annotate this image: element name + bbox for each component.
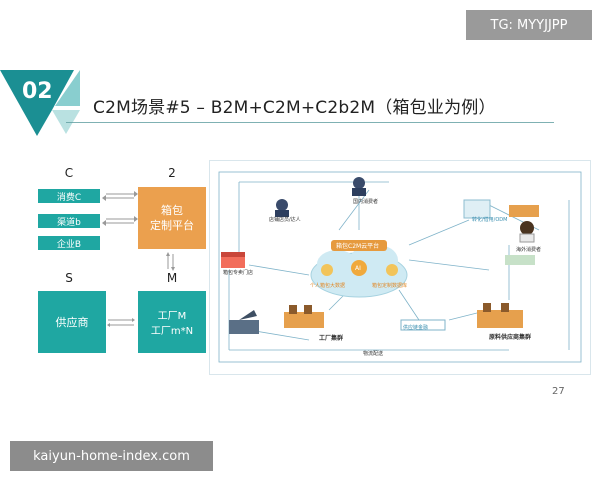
letter-2: 2 xyxy=(168,166,176,180)
supplier-label: 供应商 xyxy=(55,316,89,329)
c-item-enterprise: 企业B xyxy=(38,236,100,250)
right-person-label: 海外消费者 xyxy=(516,247,542,253)
factory-cluster-label: 工厂集群 xyxy=(319,335,344,342)
ai-label: AI xyxy=(355,265,361,272)
supply-chain-label: 供应链金融 xyxy=(403,325,429,331)
cloud-left-label: 个人箱包大数据 xyxy=(310,283,346,289)
letter-c: C xyxy=(64,166,74,180)
c-item-consumer: 消费C xyxy=(38,189,100,203)
page-number: 27 xyxy=(552,386,565,397)
top-left-person-label: 店铺店员/达人 xyxy=(269,217,301,223)
center-label: 箱包C2M云平台 xyxy=(336,243,380,250)
watermark-top: TG: MYYJJPP xyxy=(466,10,592,40)
watermark-bottom: kaiyun-home-index.com xyxy=(10,441,213,471)
slide-title: C2M场景#5 – B2M+C2M+C2b2M（箱包业为例） xyxy=(93,98,496,118)
top-person-label: 国内消费者 xyxy=(353,199,379,205)
factory-line2: 工厂m*N xyxy=(150,326,194,337)
bottom-note-label: 物流配送 xyxy=(363,351,384,357)
title-rule xyxy=(66,122,554,123)
vertical-arrows-icon xyxy=(166,252,175,271)
platform-line1: 箱包 xyxy=(161,204,183,217)
right-top-label: 转化/借用/ODM xyxy=(472,217,508,223)
letter-m: M xyxy=(166,271,178,285)
supplier-box: 供应商 xyxy=(38,291,106,353)
c-item-channel: 渠道b xyxy=(38,214,100,228)
factory-line1: 工厂M xyxy=(157,311,187,322)
supplier-factory-arrows-icon xyxy=(107,318,135,327)
cloud-right-label: 箱包定制数据库 xyxy=(372,283,408,289)
ecosystem-diagram xyxy=(218,171,582,363)
custom-platform-box: 箱包 定制平台 xyxy=(138,187,206,249)
factory-box: 工厂M 工厂m*N xyxy=(138,291,206,353)
supplier-cluster-label: 原料供应商集群 xyxy=(489,334,532,341)
section-number: 02 xyxy=(22,79,53,104)
c-to-platform-arrows-icon xyxy=(102,191,138,226)
left-store-label: 箱包专卖门店 xyxy=(223,270,254,276)
platform-line2: 定制平台 xyxy=(150,219,194,232)
letter-s: S xyxy=(65,271,73,285)
